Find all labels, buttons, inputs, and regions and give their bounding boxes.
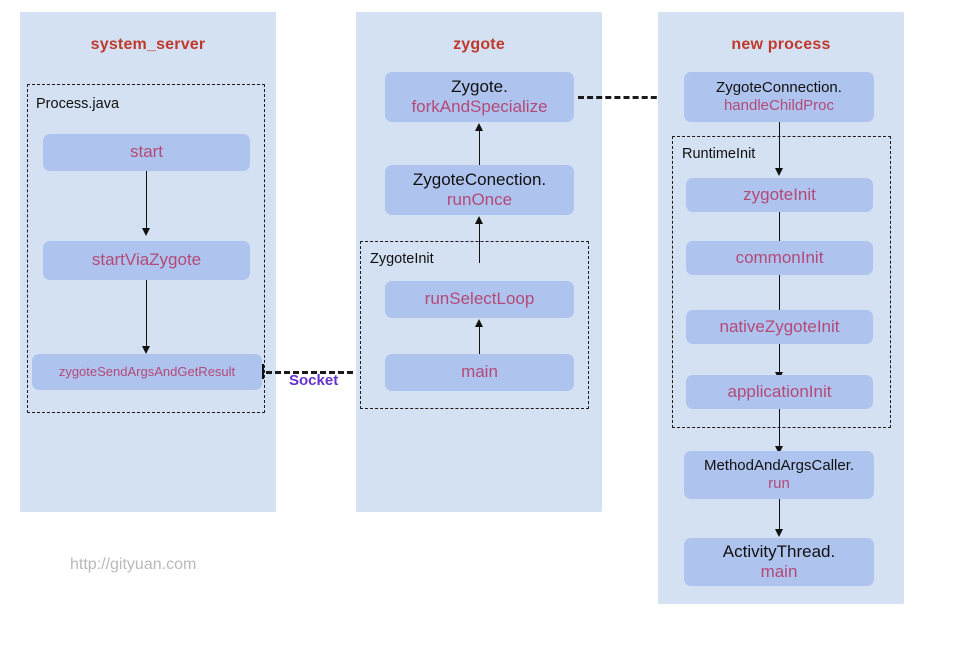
node-zygote-connection-handle-child-proc-class: ZygoteConnection. — [716, 79, 842, 97]
panel-title-system-server: system_server — [90, 36, 206, 53]
node-native-zygote-init-method: nativeZygoteInit — [719, 316, 840, 336]
group-process-java — [27, 84, 265, 413]
node-common-init[interactable]: commonInit — [686, 241, 873, 275]
arrowhead-main-to-runselectloop — [475, 319, 483, 327]
arrow-nativezygoteinit-to-applicationinit — [779, 344, 780, 375]
node-zygote-connection-handle-child-proc[interactable]: ZygoteConnection. handleChildProc — [684, 72, 874, 122]
arrowhead-runselectloop-to-runonce — [475, 216, 483, 224]
node-zygote-main-method: main — [461, 362, 498, 382]
arrowhead-runonce-to-fork — [475, 123, 483, 131]
socket-label: Socket — [289, 372, 339, 389]
node-zygote-fork-and-specialize[interactable]: Zygote. forkAndSpecialize — [385, 72, 574, 122]
node-zygote-send-args-and-get-result[interactable]: zygoteSendArgsAndGetResult — [32, 354, 262, 390]
node-run-select-loop[interactable]: runSelectLoop — [385, 281, 574, 318]
node-zygote-fork-and-specialize-method: forkAndSpecialize — [411, 97, 548, 116]
group-zygote-init — [360, 241, 589, 409]
arrowhead-applicationinit-to-methodandargscaller — [775, 446, 783, 454]
node-zygote-fork-and-specialize-class: Zygote. — [451, 76, 508, 96]
arrow-runselectloop-to-runonce — [479, 223, 480, 263]
socket-link-dashed-line — [266, 371, 362, 374]
node-zygote-main[interactable]: main — [385, 354, 574, 391]
arrow-zygoteinit-to-commoninit — [779, 212, 780, 251]
node-native-zygote-init[interactable]: nativeZygoteInit — [686, 310, 873, 344]
node-activity-thread-main-class: ActivityThread. — [722, 541, 836, 561]
node-activity-thread-main-method: main — [760, 562, 798, 581]
arrow-applicationinit-to-methodandargscaller — [779, 409, 780, 449]
group-label-runtime-init: RuntimeInit — [682, 146, 756, 162]
node-zygote-connection-handle-child-proc-method: handleChildProc — [723, 97, 835, 114]
node-start-method: start — [129, 142, 164, 162]
node-activity-thread-main[interactable]: ActivityThread. main — [684, 538, 874, 586]
node-zygote-conection-run-once-class: ZygoteConection. — [412, 169, 547, 189]
node-zygote-send-args-and-get-result-method: zygoteSendArgsAndGetResult — [58, 364, 236, 380]
watermark-url: http://gityuan.com — [70, 556, 197, 573]
arrow-runonce-to-fork — [479, 130, 480, 165]
arrowhead-handlechildproc-to-zygoteinit — [775, 168, 783, 176]
arrow-handlechildproc-to-zygoteinit — [779, 122, 780, 171]
arrow-main-to-runselectloop — [479, 326, 480, 356]
panel-title-zygote: zygote — [453, 36, 505, 53]
arrow-startviazygote-to-send — [146, 280, 147, 349]
group-runtime-init — [672, 136, 891, 428]
node-zygote-init[interactable]: zygoteInit — [686, 178, 873, 212]
node-method-and-args-caller-run[interactable]: MethodAndArgsCaller. run — [684, 451, 874, 499]
arrow-commoninit-to-nativezygoteinit — [779, 275, 780, 313]
node-zygote-conection-run-once[interactable]: ZygoteConection. runOnce — [385, 165, 574, 215]
arrow-start-to-startviazygote — [146, 171, 147, 231]
panel-title-new-process: new process — [731, 36, 831, 53]
node-start[interactable]: start — [43, 134, 250, 171]
node-start-via-zygote-method: startViaZygote — [91, 250, 202, 270]
node-method-and-args-caller-run-class: MethodAndArgsCaller. — [703, 457, 855, 475]
node-application-init[interactable]: applicationInit — [686, 375, 873, 409]
group-label-process-java: Process.java — [36, 96, 120, 112]
group-label-zygote-init: ZygoteInit — [370, 251, 434, 267]
socket-link-start-tick — [262, 364, 264, 379]
arrow-methodandargscaller-to-activitythread — [779, 499, 780, 532]
fork-link-dashed-line — [578, 96, 675, 99]
node-run-select-loop-method: runSelectLoop — [424, 289, 535, 309]
arrowhead-start-to-startviazygote — [142, 228, 150, 236]
node-start-via-zygote[interactable]: startViaZygote — [43, 241, 250, 280]
node-application-init-method: applicationInit — [727, 381, 832, 401]
node-method-and-args-caller-run-method: run — [768, 475, 790, 492]
node-zygote-init-method: zygoteInit — [743, 184, 816, 204]
node-zygote-conection-run-once-method: runOnce — [446, 190, 513, 209]
arrowhead-methodandargscaller-to-activitythread — [775, 529, 783, 537]
arrowhead-startviazygote-to-send — [142, 346, 150, 354]
node-common-init-method: commonInit — [735, 247, 824, 267]
